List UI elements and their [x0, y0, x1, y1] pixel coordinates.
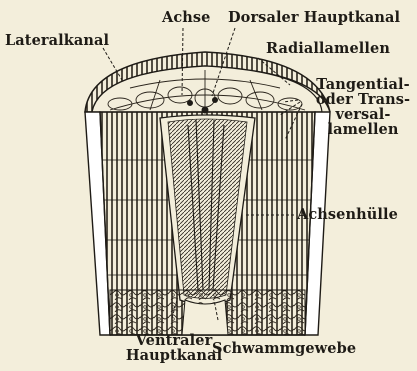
label-achsenhuelle: Achsenhülle [297, 207, 398, 222]
section-body [85, 52, 330, 335]
label-schwammgewebe: Schwammgewebe [212, 341, 356, 356]
label-tangential-lamellen: Tangential- oder Trans- versal- lamellen [310, 77, 416, 137]
label-tangential-line4: lamellen [310, 122, 416, 137]
label-dorsaler-hauptkanal: Dorsaler Hauptkanal [228, 10, 400, 25]
label-radiallamellen: Radiallamellen [266, 41, 390, 56]
label-lateralkanal: Lateralkanal [5, 33, 109, 48]
label-achse: Achse [162, 10, 211, 25]
label-tangential-line3: versal- [310, 107, 416, 122]
label-tangential-line1: Tangential- [310, 77, 416, 92]
label-tangential-line2: oder Trans- [310, 92, 416, 107]
